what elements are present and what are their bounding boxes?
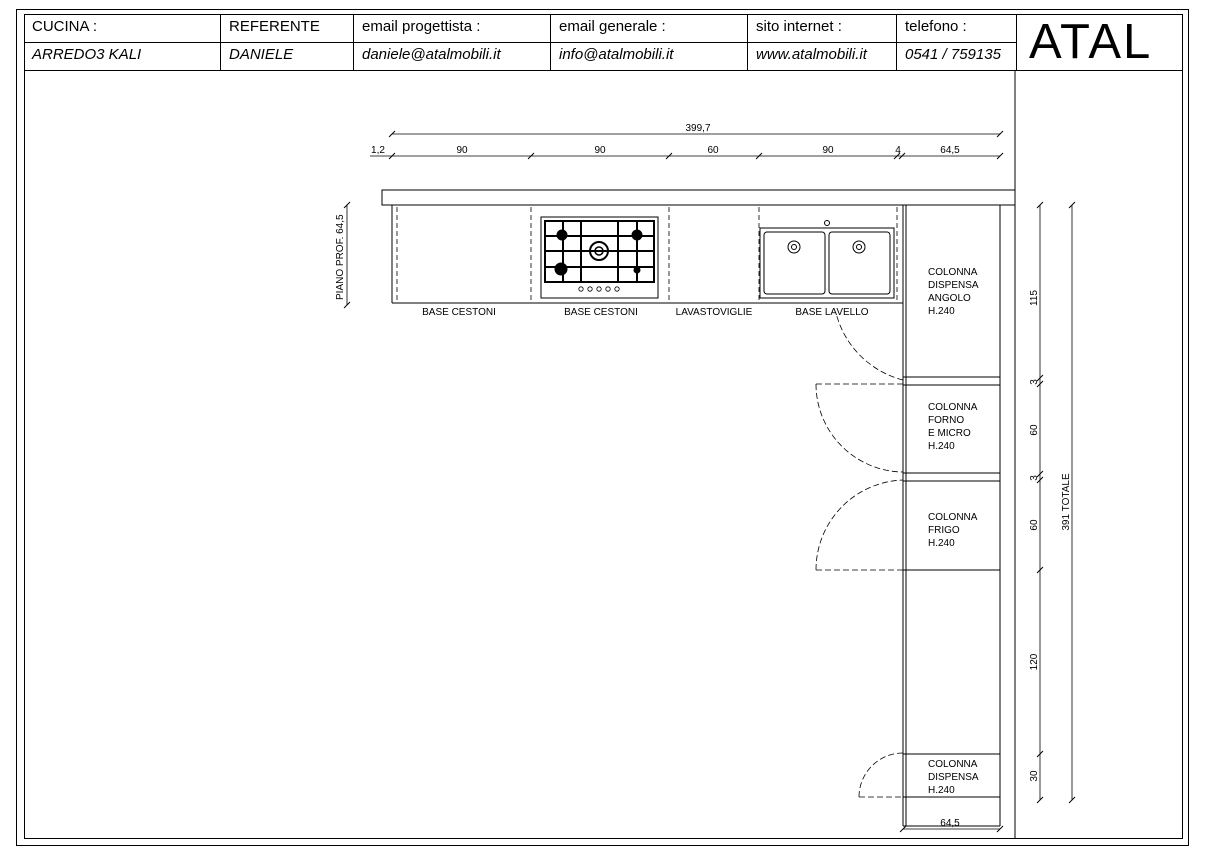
rdim-60a: 60 <box>1029 424 1040 436</box>
seg-dim-6: 4 <box>895 145 901 156</box>
sito-value: www.atalmobili.it <box>756 46 867 63</box>
referente-value: DANIELE <box>229 46 294 63</box>
door-swings <box>815 312 904 798</box>
cucina-label: CUCINA : <box>32 18 98 35</box>
bottom-dimension: 64,5 <box>899 818 1004 833</box>
inner-frame <box>24 14 1183 839</box>
col1-line3: ANGOLO <box>928 293 971 304</box>
col4-line2: DISPENSA <box>928 772 979 783</box>
seg-dim-3: 90 <box>594 145 606 156</box>
label-lavastoviglie: LAVASTOVIGLIE <box>676 307 753 318</box>
cucina-value: ARREDO3 KALI <box>32 46 142 63</box>
atal-logo: ATAL <box>1017 14 1183 71</box>
base-labels: BASE CESTONI BASE CESTONI LAVASTOVIGLIE … <box>422 307 869 318</box>
title-cell-email-progettista: email progettista : daniele@atalmobili.i… <box>354 14 551 71</box>
title-cell-email-generale: email generale : info@atalmobili.it <box>551 14 748 71</box>
right-dimensions: 115 3 60 3 60 120 30 391 TOTALE <box>1029 201 1076 804</box>
email-generale-label: email generale : <box>559 18 666 35</box>
seg-dim-1: 1,2 <box>371 145 385 156</box>
double-sink <box>759 220 895 299</box>
col3-line3: H.240 <box>928 538 955 549</box>
col2-line4: H.240 <box>928 441 955 452</box>
rdim-60b: 60 <box>1029 519 1040 531</box>
seg-dim-7: 64,5 <box>940 145 960 156</box>
outer-frame <box>16 9 1189 846</box>
telefono-label: telefono : <box>905 18 967 35</box>
piano-dimension: PIANO PROF. 64,5 <box>335 201 351 309</box>
label-base-lavello: BASE LAVELLO <box>795 307 868 318</box>
rdim-3b: 3 <box>1029 475 1040 481</box>
seg-dim-4: 60 <box>707 145 719 156</box>
col2-line2: FORNO <box>928 415 964 426</box>
email-progettista-value: daniele@atalmobili.it <box>362 46 501 63</box>
col3-line2: FRIGO <box>928 525 960 536</box>
referente-label: REFERENTE <box>229 18 320 35</box>
rdim-115: 115 <box>1029 290 1040 306</box>
col1-line4: H.240 <box>928 306 955 317</box>
bottom-dim-label: 64,5 <box>940 818 960 829</box>
label-base-cestoni-2: BASE CESTONI <box>564 307 638 318</box>
tall-columns <box>903 376 1000 798</box>
telefono-value: 0541 / 759135 <box>905 46 1001 63</box>
col3-line1: COLONNA <box>928 512 978 523</box>
title-cell-cucina: CUCINA : ARREDO3 KALI <box>24 14 221 71</box>
sito-label: sito internet : <box>756 18 842 35</box>
col1-line2: DISPENSA <box>928 280 979 291</box>
col1-line1: COLONNA <box>928 267 978 278</box>
gas-hob <box>540 216 659 299</box>
column-labels: COLONNA DISPENSA ANGOLO H.240 COLONNA FO… <box>928 267 979 796</box>
rdim-total: 391 TOTALE <box>1061 473 1072 531</box>
rdim-30: 30 <box>1029 770 1040 782</box>
label-base-cestoni-1: BASE CESTONI <box>422 307 496 318</box>
email-progettista-label: email progettista : <box>362 18 481 35</box>
col2-line1: COLONNA <box>928 402 978 413</box>
col2-line3: E MICRO <box>928 428 971 439</box>
rdim-3a: 3 <box>1029 379 1040 385</box>
countertop <box>381 189 1016 827</box>
title-cell-referente: REFERENTE DANIELE <box>221 14 354 71</box>
top-total-dim: 399,7 <box>685 123 710 134</box>
seg-dim-2: 90 <box>456 145 468 156</box>
rdim-120: 120 <box>1029 653 1040 670</box>
piano-label: PIANO PROF. 64,5 <box>335 214 346 300</box>
col4-line3: H.240 <box>928 785 955 796</box>
title-cell-telefono: telefono : 0541 / 759135 <box>897 14 1017 71</box>
seg-dim-5: 90 <box>822 145 834 156</box>
email-generale-value: info@atalmobili.it <box>559 46 674 63</box>
col4-line1: COLONNA <box>928 759 978 770</box>
title-cell-sito: sito internet : www.atalmobili.it <box>748 14 897 71</box>
top-dimensions: 399,7 1,2 90 90 60 90 4 64,5 <box>370 123 1004 160</box>
logo-text: ATAL <box>1029 15 1153 69</box>
